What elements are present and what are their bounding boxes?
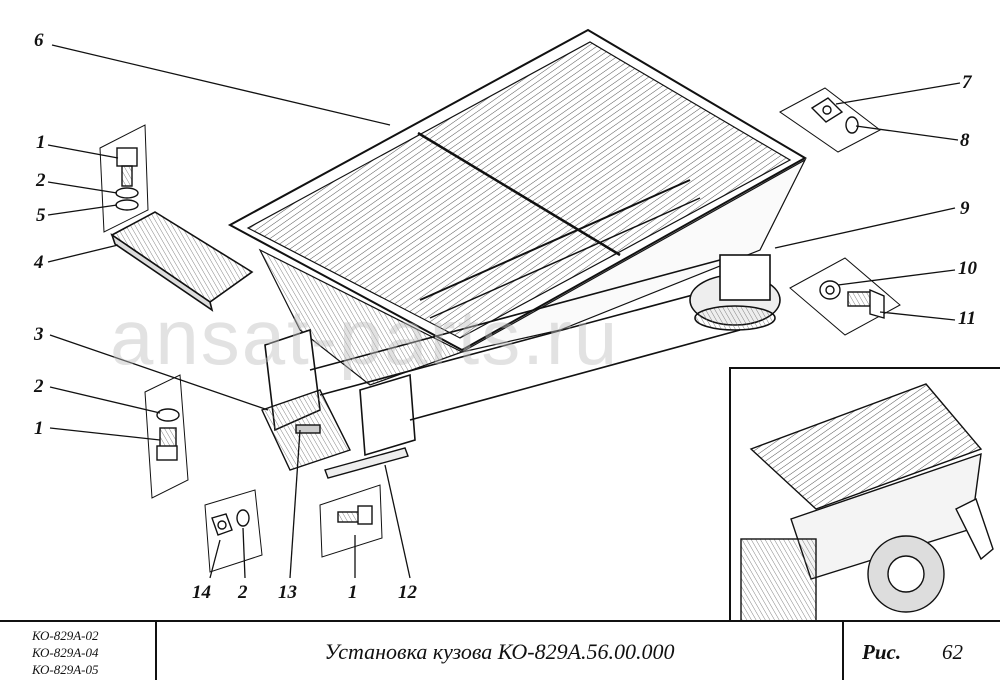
bolt-bottom	[319, 484, 383, 558]
watermark: ansat-parts.ru	[110, 293, 620, 381]
callout-5: 5	[36, 205, 46, 226]
title-cell: Установка кузова КО-829А.56.00.000	[157, 622, 844, 680]
callout-2-mid: 2	[34, 376, 44, 397]
figure-label: Рис.	[862, 640, 902, 664]
nut-washer-bottom	[204, 489, 263, 573]
model-item: КО-829А-05	[32, 662, 99, 677]
hardware-stack-top	[99, 124, 149, 233]
callout-11: 11	[958, 308, 976, 329]
callout-2-bottom: 2	[238, 582, 248, 603]
callout-1-bottom: 1	[348, 582, 358, 603]
callout-7: 7	[962, 72, 972, 93]
title-block: КО-829А-02 КО-829А-04 КО-829А-05 Установ…	[0, 620, 1000, 680]
callout-1-mid: 1	[34, 418, 44, 439]
part-3-bracket	[261, 389, 351, 471]
inset-vehicle-view	[729, 367, 1000, 622]
callout-8: 8	[960, 130, 970, 151]
nut-washer-top-right	[779, 87, 881, 153]
hardware-stack-mid	[144, 374, 189, 499]
model-item: КО-829А-04	[32, 645, 99, 660]
callout-2-top: 2	[36, 170, 46, 191]
model-list: КО-829А-02 КО-829А-04 КО-829А-05	[0, 622, 157, 680]
part-4-cover-plate	[110, 211, 254, 312]
figure-cell: Рис. 62	[844, 622, 1000, 680]
figure-number: 62	[942, 640, 963, 664]
callout-4: 4	[34, 252, 44, 273]
washer-bolt-right	[789, 257, 901, 336]
drawing-svg	[47, 28, 961, 579]
callout-10: 10	[958, 258, 977, 279]
exploded-assembly-drawing: 6 1 2 5 4 3 2 1 7 8 9 10 11 14 2 13 1 12…	[34, 28, 1000, 622]
callout-13: 13	[278, 582, 297, 603]
hopper-body	[227, 28, 808, 386]
callout-14: 14	[192, 582, 211, 603]
callout-12: 12	[398, 582, 417, 603]
inset-svg	[740, 383, 994, 622]
part-12-strip	[324, 447, 409, 479]
drawing-title: Установка кузова КО-829А.56.00.000	[324, 639, 675, 664]
model-item: КО-829А-02	[32, 628, 99, 643]
callout-9: 9	[960, 198, 970, 219]
callout-3: 3	[34, 324, 44, 345]
callout-6: 6	[34, 30, 44, 51]
spreader-disc	[689, 254, 781, 331]
callout-1-top: 1	[36, 132, 46, 153]
leader-lines	[47, 44, 961, 579]
